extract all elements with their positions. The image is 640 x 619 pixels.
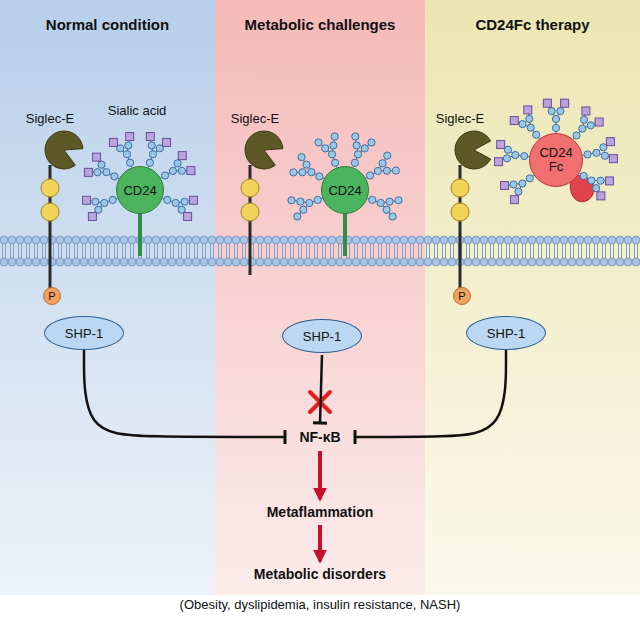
shp1-ellipse: SHP-1 bbox=[282, 319, 362, 353]
cd24fc-molecule: CD24 Fc bbox=[529, 133, 583, 187]
activation-arrow bbox=[318, 451, 322, 499]
shp1-ellipse: SHP-1 bbox=[466, 316, 546, 350]
part-label: Sialic acid bbox=[108, 103, 167, 118]
node-label: P bbox=[48, 290, 55, 302]
inhibition-line bbox=[84, 350, 285, 437]
node-label: Metaflammation bbox=[267, 504, 374, 520]
node-label: P bbox=[458, 290, 465, 302]
phospho-circle: P bbox=[453, 287, 471, 305]
inhibition-line bbox=[320, 355, 322, 423]
activation-arrow bbox=[318, 525, 322, 561]
signal-node: NF-κB bbox=[285, 425, 355, 449]
cell-membrane bbox=[0, 236, 640, 266]
panel-ground bbox=[215, 0, 425, 595]
panel-band: Normal conditionCD24P SHP-1 bbox=[0, 0, 215, 595]
outcome-node: Metabolic disorders bbox=[235, 563, 405, 585]
part-label: Siglec-E bbox=[26, 111, 74, 126]
molecules bbox=[41, 99, 617, 288]
part-label: Siglec-E bbox=[231, 111, 279, 126]
process-node: Metaflammation bbox=[255, 501, 385, 523]
note-text: (Obesity, dyslipidemia, insulin resistan… bbox=[180, 597, 461, 612]
cd24-molecule: CD24 bbox=[321, 166, 369, 214]
panel-heading: CD24Fc therapy bbox=[475, 16, 589, 33]
node-label: CD24 Fc bbox=[539, 146, 573, 173]
node-label: CD24 bbox=[123, 183, 156, 198]
node-label: CD24 bbox=[328, 183, 361, 198]
node-label: NF-κB bbox=[299, 429, 340, 445]
phospho-circle: P bbox=[43, 287, 61, 305]
cd24-molecule: CD24 bbox=[116, 166, 164, 214]
node-label: Metabolic disorders bbox=[254, 566, 386, 582]
panel-band: Metabolic challengesCD24SHP-1NF-κB Metafl… bbox=[215, 0, 425, 595]
node-label: SHP-1 bbox=[303, 329, 341, 344]
panel-heading: Normal condition bbox=[46, 16, 169, 33]
panel-heading: Metabolic challenges bbox=[245, 16, 396, 33]
panel-band: CD24Fc therapyCD24 Fc P SHP-1 bbox=[425, 0, 640, 595]
node-label: SHP-1 bbox=[65, 326, 103, 341]
inhibition-line bbox=[355, 350, 506, 437]
shp1-ellipse: SHP-1 bbox=[44, 316, 124, 350]
panel-ground bbox=[0, 0, 215, 595]
part-label: Siglec-E bbox=[436, 111, 484, 126]
node-label: SHP-1 bbox=[487, 326, 525, 341]
panel-ground bbox=[425, 0, 640, 595]
